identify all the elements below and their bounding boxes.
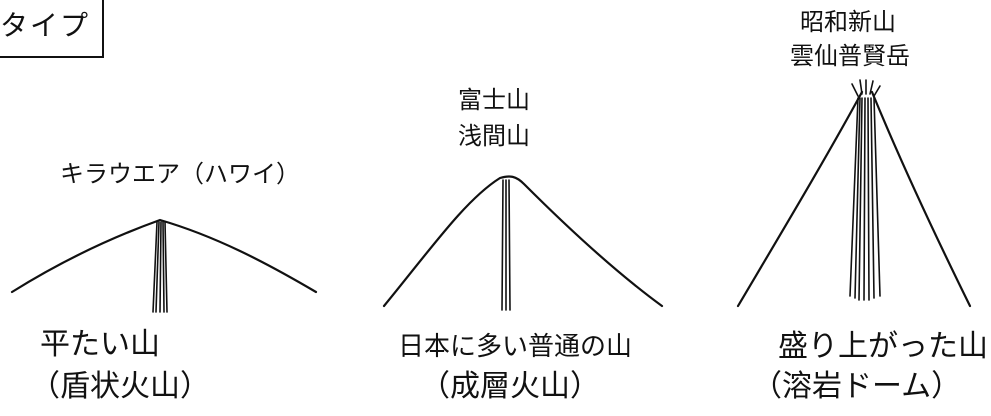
lava-dome-spikes <box>851 79 881 97</box>
dome-example-line2: 雲仙普賢岳 <box>790 42 910 70</box>
lava-dome-outline <box>736 90 972 308</box>
lava-dome-vent <box>849 97 881 301</box>
lava-dome-drawing <box>736 79 972 308</box>
dome-type-label: 盛り上がった山 <box>778 329 988 364</box>
stratovolcano-outline <box>382 175 664 308</box>
strato-example-line2: 浅間山 <box>458 122 530 150</box>
stratovolcano-drawing <box>382 175 664 311</box>
header-box <box>0 0 104 58</box>
shield-type-name: （盾状火山） <box>30 369 210 404</box>
stratovolcano-vent <box>501 179 511 311</box>
header-label: タイプ <box>0 9 91 42</box>
strato-example-line1: 富士山 <box>458 86 530 114</box>
shield-example-label: キラウエア（ハワイ） <box>60 160 300 188</box>
dome-type-name: （溶岩ドーム） <box>752 369 962 404</box>
shield-volcano-outline <box>10 218 318 294</box>
strato-type-name: （成層火山） <box>420 369 600 404</box>
shield-type-label: 平たい山 <box>40 327 160 362</box>
shield-volcano-drawing <box>10 218 318 313</box>
shield-volcano-vent <box>152 221 168 313</box>
dome-example-line1: 昭和新山 <box>800 8 896 36</box>
strato-type-label: 日本に多い普通の山 <box>398 332 633 362</box>
